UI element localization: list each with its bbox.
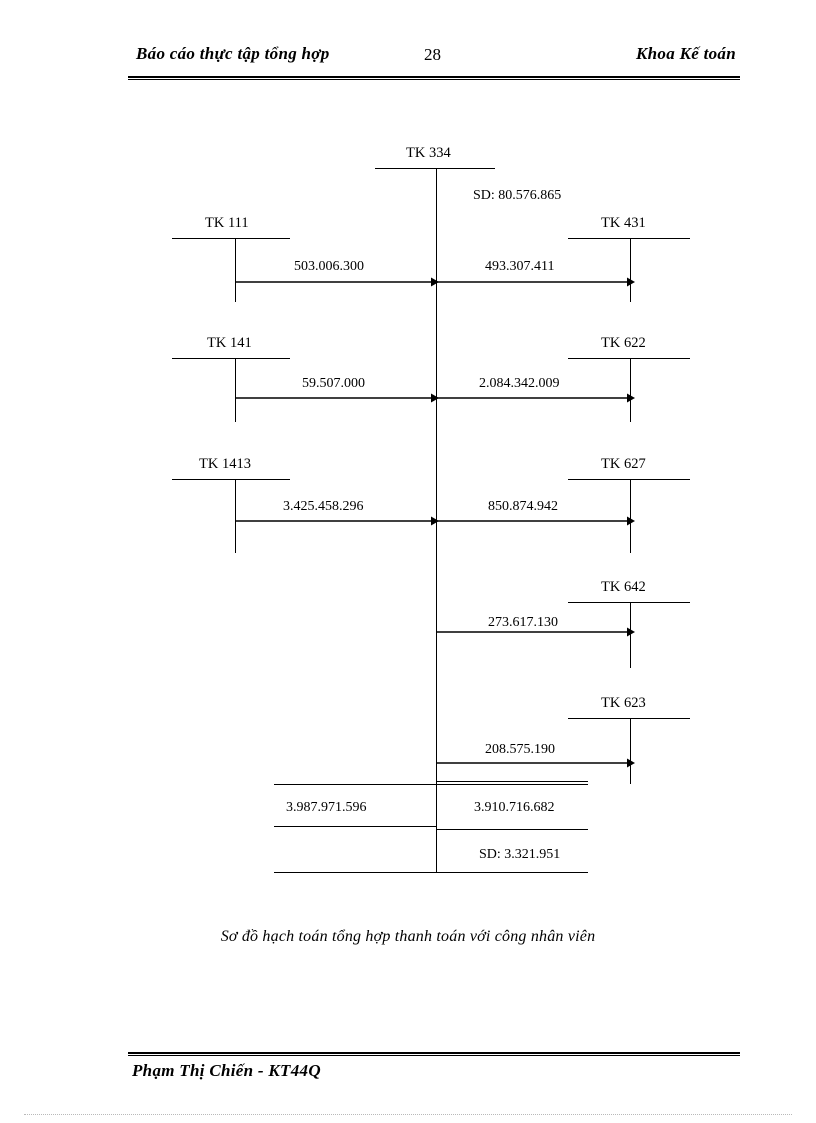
totals-rule-credit-bottom: [436, 829, 588, 830]
arrow-left-to-center-2: [235, 516, 439, 526]
right-account-bar-4: [568, 718, 690, 719]
left-amount-0: 503.006.300: [294, 259, 364, 274]
left-account-stem-2: [235, 479, 236, 553]
diagram-caption: Sơ đồ hạch toán tổng hợp thanh toán với …: [220, 928, 596, 945]
right-amount-1: 2.084.342.009: [479, 376, 560, 391]
arrow-center-to-right-2: [436, 516, 635, 526]
right-account-stem-2: [630, 479, 631, 553]
center-opening-balance: SD: 80.576.865: [473, 188, 562, 203]
left-amount-1: 59.507.000: [302, 376, 365, 391]
total-credit: 3.910.716.682: [474, 800, 555, 815]
arrow-center-to-right-4: [436, 758, 635, 768]
page-number: 28: [424, 45, 441, 64]
header-report-title: Báo cáo thực tập tổng hợp: [136, 44, 330, 63]
right-account-stem-0: [630, 238, 631, 302]
right-account-bar-3: [568, 602, 690, 603]
left-account-bar-1: [172, 358, 290, 359]
right-amount-0: 493.307.411: [485, 259, 555, 274]
left-account-stem-1: [235, 358, 236, 422]
totals-rule-debit-bottom: [274, 826, 436, 827]
right-account-label-2: TK 627: [601, 456, 646, 472]
right-amount-4: 208.575.190: [485, 742, 555, 757]
totals-rule-credit-top: [436, 781, 588, 782]
arrow-left-to-center-1: [235, 393, 439, 403]
right-account-label-4: TK 623: [601, 695, 646, 711]
right-account-label-3: TK 642: [601, 579, 646, 595]
right-amount-3: 273.617.130: [488, 615, 558, 630]
center-account-top-bar: [375, 168, 495, 169]
arrow-center-to-right-1: [436, 393, 635, 403]
left-account-label-2: TK 1413: [199, 456, 251, 472]
center-account-label: TK 334: [406, 145, 451, 161]
arrow-center-to-right-3: [436, 627, 635, 637]
left-amount-2: 3.425.458.296: [283, 499, 364, 514]
totals-rule-close: [274, 872, 588, 873]
right-account-bar-1: [568, 358, 690, 359]
right-account-stem-1: [630, 358, 631, 422]
totals-rule-top: [274, 784, 588, 785]
center-closing-balance: SD: 3.321.951: [479, 847, 561, 862]
header-divider: [128, 76, 740, 80]
footer-author: Phạm Thị Chiến - KT44Q: [132, 1061, 321, 1080]
page-header: Báo cáo thực tập tổng hợp 28 Khoa Kế toá…: [128, 44, 740, 74]
right-account-stem-3: [630, 602, 631, 668]
left-account-bar-2: [172, 479, 290, 480]
left-account-stem-0: [235, 238, 236, 302]
right-account-bar-0: [568, 238, 690, 239]
t-account-diagram: TK 334 SD: 80.576.865 TK 111 503.006.300…: [172, 145, 690, 945]
left-account-label-0: TK 111: [205, 215, 249, 231]
right-account-label-0: TK 431: [601, 215, 646, 231]
right-account-stem-4: [630, 718, 631, 784]
arrow-left-to-center-0: [235, 277, 439, 287]
left-account-label-1: TK 141: [207, 335, 252, 351]
page-edge-marker: [24, 1114, 792, 1116]
footer-divider: [128, 1052, 740, 1056]
right-account-bar-2: [568, 479, 690, 480]
right-account-label-1: TK 622: [601, 335, 646, 351]
header-department: Khoa Kế toán: [636, 44, 736, 63]
left-account-bar-0: [172, 238, 290, 239]
right-amount-2: 850.874.942: [488, 499, 558, 514]
arrow-center-to-right-0: [436, 277, 635, 287]
total-debit: 3.987.971.596: [286, 800, 367, 815]
